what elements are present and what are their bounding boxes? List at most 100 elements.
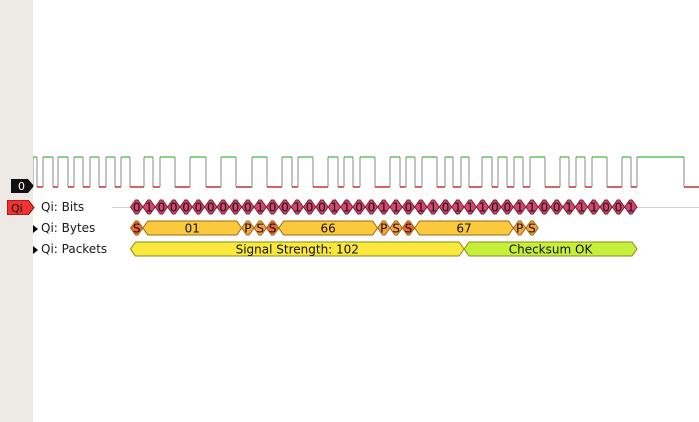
- bit-annotation[interactable]: 1: [339, 199, 354, 215]
- byte-annotation[interactable]: S: [253, 220, 268, 236]
- byte-annotation[interactable]: S: [525, 220, 539, 236]
- expand-packets-icon[interactable]: [33, 246, 38, 254]
- bit-annotation-text: 1: [392, 201, 400, 215]
- bit-annotation[interactable]: 1: [475, 199, 490, 215]
- bit-annotation[interactable]: 0: [278, 199, 292, 215]
- bit-annotation[interactable]: 0: [302, 199, 317, 215]
- bit-annotation-text: 1: [331, 201, 339, 215]
- byte-annotation[interactable]: 66: [278, 220, 379, 236]
- expand-bytes-icon[interactable]: [33, 225, 38, 233]
- bit-annotation[interactable]: 0: [166, 199, 181, 215]
- bit-annotation[interactable]: 0: [228, 199, 243, 215]
- bit-annotation[interactable]: 0: [216, 199, 230, 215]
- bit-annotation-text: 1: [627, 201, 635, 215]
- bit-annotation[interactable]: 0: [537, 199, 552, 215]
- bit-annotation-text: 1: [578, 201, 586, 215]
- bit-annotation[interactable]: 0: [179, 199, 193, 215]
- bit-annotation-text: 0: [207, 201, 215, 215]
- bit-annotation-text: 0: [158, 201, 166, 215]
- byte-annotation-text: 66: [321, 222, 336, 236]
- bit-annotation-text: 0: [602, 201, 610, 215]
- byte-annotation[interactable]: 01: [142, 220, 243, 236]
- row-label-bytes[interactable]: Qi: Bytes: [41, 221, 96, 235]
- bit-annotation-text: 0: [318, 201, 326, 215]
- bit-annotation[interactable]: 0: [315, 199, 329, 215]
- bit-annotation-text: 1: [417, 201, 425, 215]
- bit-annotation[interactable]: 0: [364, 199, 379, 215]
- bit-annotation-text: 0: [491, 201, 499, 215]
- bit-annotation[interactable]: 1: [142, 199, 156, 215]
- bit-annotation-text: 0: [244, 201, 252, 215]
- bit-annotation[interactable]: 1: [451, 199, 465, 215]
- bit-annotation[interactable]: 1: [586, 199, 601, 215]
- bit-annotation[interactable]: 1: [574, 199, 589, 215]
- bit-annotation[interactable]: 1: [624, 199, 638, 215]
- packet-annotation[interactable]: Signal Strength: 102: [129, 241, 465, 257]
- bit-annotation[interactable]: 1: [463, 199, 478, 215]
- byte-annotation-text: S: [256, 222, 264, 236]
- bit-annotation[interactable]: 1: [426, 199, 440, 215]
- byte-annotation[interactable]: S: [389, 220, 403, 236]
- bit-annotation[interactable]: 0: [549, 199, 564, 215]
- bit-annotation[interactable]: 0: [352, 199, 366, 215]
- byte-annotation[interactable]: S: [265, 220, 280, 236]
- byte-annotation-text: S: [528, 222, 536, 236]
- bit-annotation-text: 0: [615, 201, 623, 215]
- channel-label-text: 0: [18, 180, 25, 193]
- bit-annotation[interactable]: 0: [265, 199, 280, 215]
- bit-annotation[interactable]: 1: [414, 199, 428, 215]
- byte-annotation[interactable]: 67: [414, 220, 515, 236]
- bit-annotation-text: 1: [429, 201, 437, 215]
- byte-annotation-text: P: [380, 222, 387, 236]
- byte-annotation[interactable]: S: [401, 220, 416, 236]
- packet-annotation[interactable]: Checksum OK: [463, 241, 638, 257]
- bit-annotation-text: 0: [503, 201, 511, 215]
- byte-annotation[interactable]: S: [129, 220, 144, 236]
- bit-annotation-text: 1: [454, 201, 462, 215]
- packet-annotation-text: Signal Strength: 102: [236, 243, 359, 257]
- bit-annotation[interactable]: 0: [488, 199, 502, 215]
- bit-annotation-text: 0: [269, 201, 277, 215]
- bit-annotation[interactable]: 1: [253, 199, 268, 215]
- byte-annotation-text: S: [392, 222, 400, 236]
- bit-annotation[interactable]: 1: [290, 199, 305, 215]
- byte-annotation-text: S: [269, 222, 277, 236]
- bit-annotation[interactable]: 1: [525, 199, 539, 215]
- bit-annotation[interactable]: 0: [204, 199, 218, 215]
- bit-annotation-text: 0: [170, 201, 178, 215]
- row-label-packets[interactable]: Qi: Packets: [41, 242, 108, 256]
- bit-annotation[interactable]: 1: [512, 199, 527, 215]
- byte-annotation[interactable]: P: [376, 220, 391, 236]
- bit-annotation-text: 0: [553, 201, 561, 215]
- row-label-bits: Qi: Bits: [41, 200, 85, 214]
- bit-annotation[interactable]: 0: [599, 199, 613, 215]
- bit-annotation-text: 0: [442, 201, 450, 215]
- bit-annotation[interactable]: 0: [129, 199, 144, 215]
- decoder-badge[interactable]: Qi: [7, 200, 35, 215]
- bit-annotation[interactable]: 0: [154, 199, 169, 215]
- byte-annotation[interactable]: P: [512, 220, 527, 236]
- bit-annotation-text: 0: [182, 201, 190, 215]
- bit-annotation[interactable]: 0: [500, 199, 515, 215]
- bit-annotation-text: 1: [256, 201, 264, 215]
- bit-annotation-text: 0: [195, 201, 203, 215]
- bit-annotation-text: 1: [343, 201, 351, 215]
- bit-annotation[interactable]: 1: [562, 199, 576, 215]
- bit-annotation-text: 1: [380, 201, 388, 215]
- channel-0-label[interactable]: 0: [11, 179, 35, 193]
- bit-annotation[interactable]: 1: [327, 199, 342, 215]
- bit-annotation[interactable]: 0: [401, 199, 416, 215]
- bit-annotation[interactable]: 0: [611, 199, 626, 215]
- bit-annotation-text: 1: [466, 201, 474, 215]
- byte-annotation-text: P: [516, 222, 523, 236]
- bit-annotation-text: 1: [479, 201, 487, 215]
- bit-annotation-text: 1: [565, 201, 573, 215]
- byte-annotation[interactable]: P: [241, 220, 255, 236]
- bit-annotation[interactable]: 0: [241, 199, 255, 215]
- bit-annotation[interactable]: 0: [438, 199, 453, 215]
- bit-annotation[interactable]: 1: [389, 199, 403, 215]
- bit-annotation[interactable]: 1: [376, 199, 391, 215]
- decoder-badge-text: Qi: [11, 202, 23, 215]
- byte-annotation-text: 01: [185, 222, 200, 236]
- bit-annotation[interactable]: 0: [191, 199, 206, 215]
